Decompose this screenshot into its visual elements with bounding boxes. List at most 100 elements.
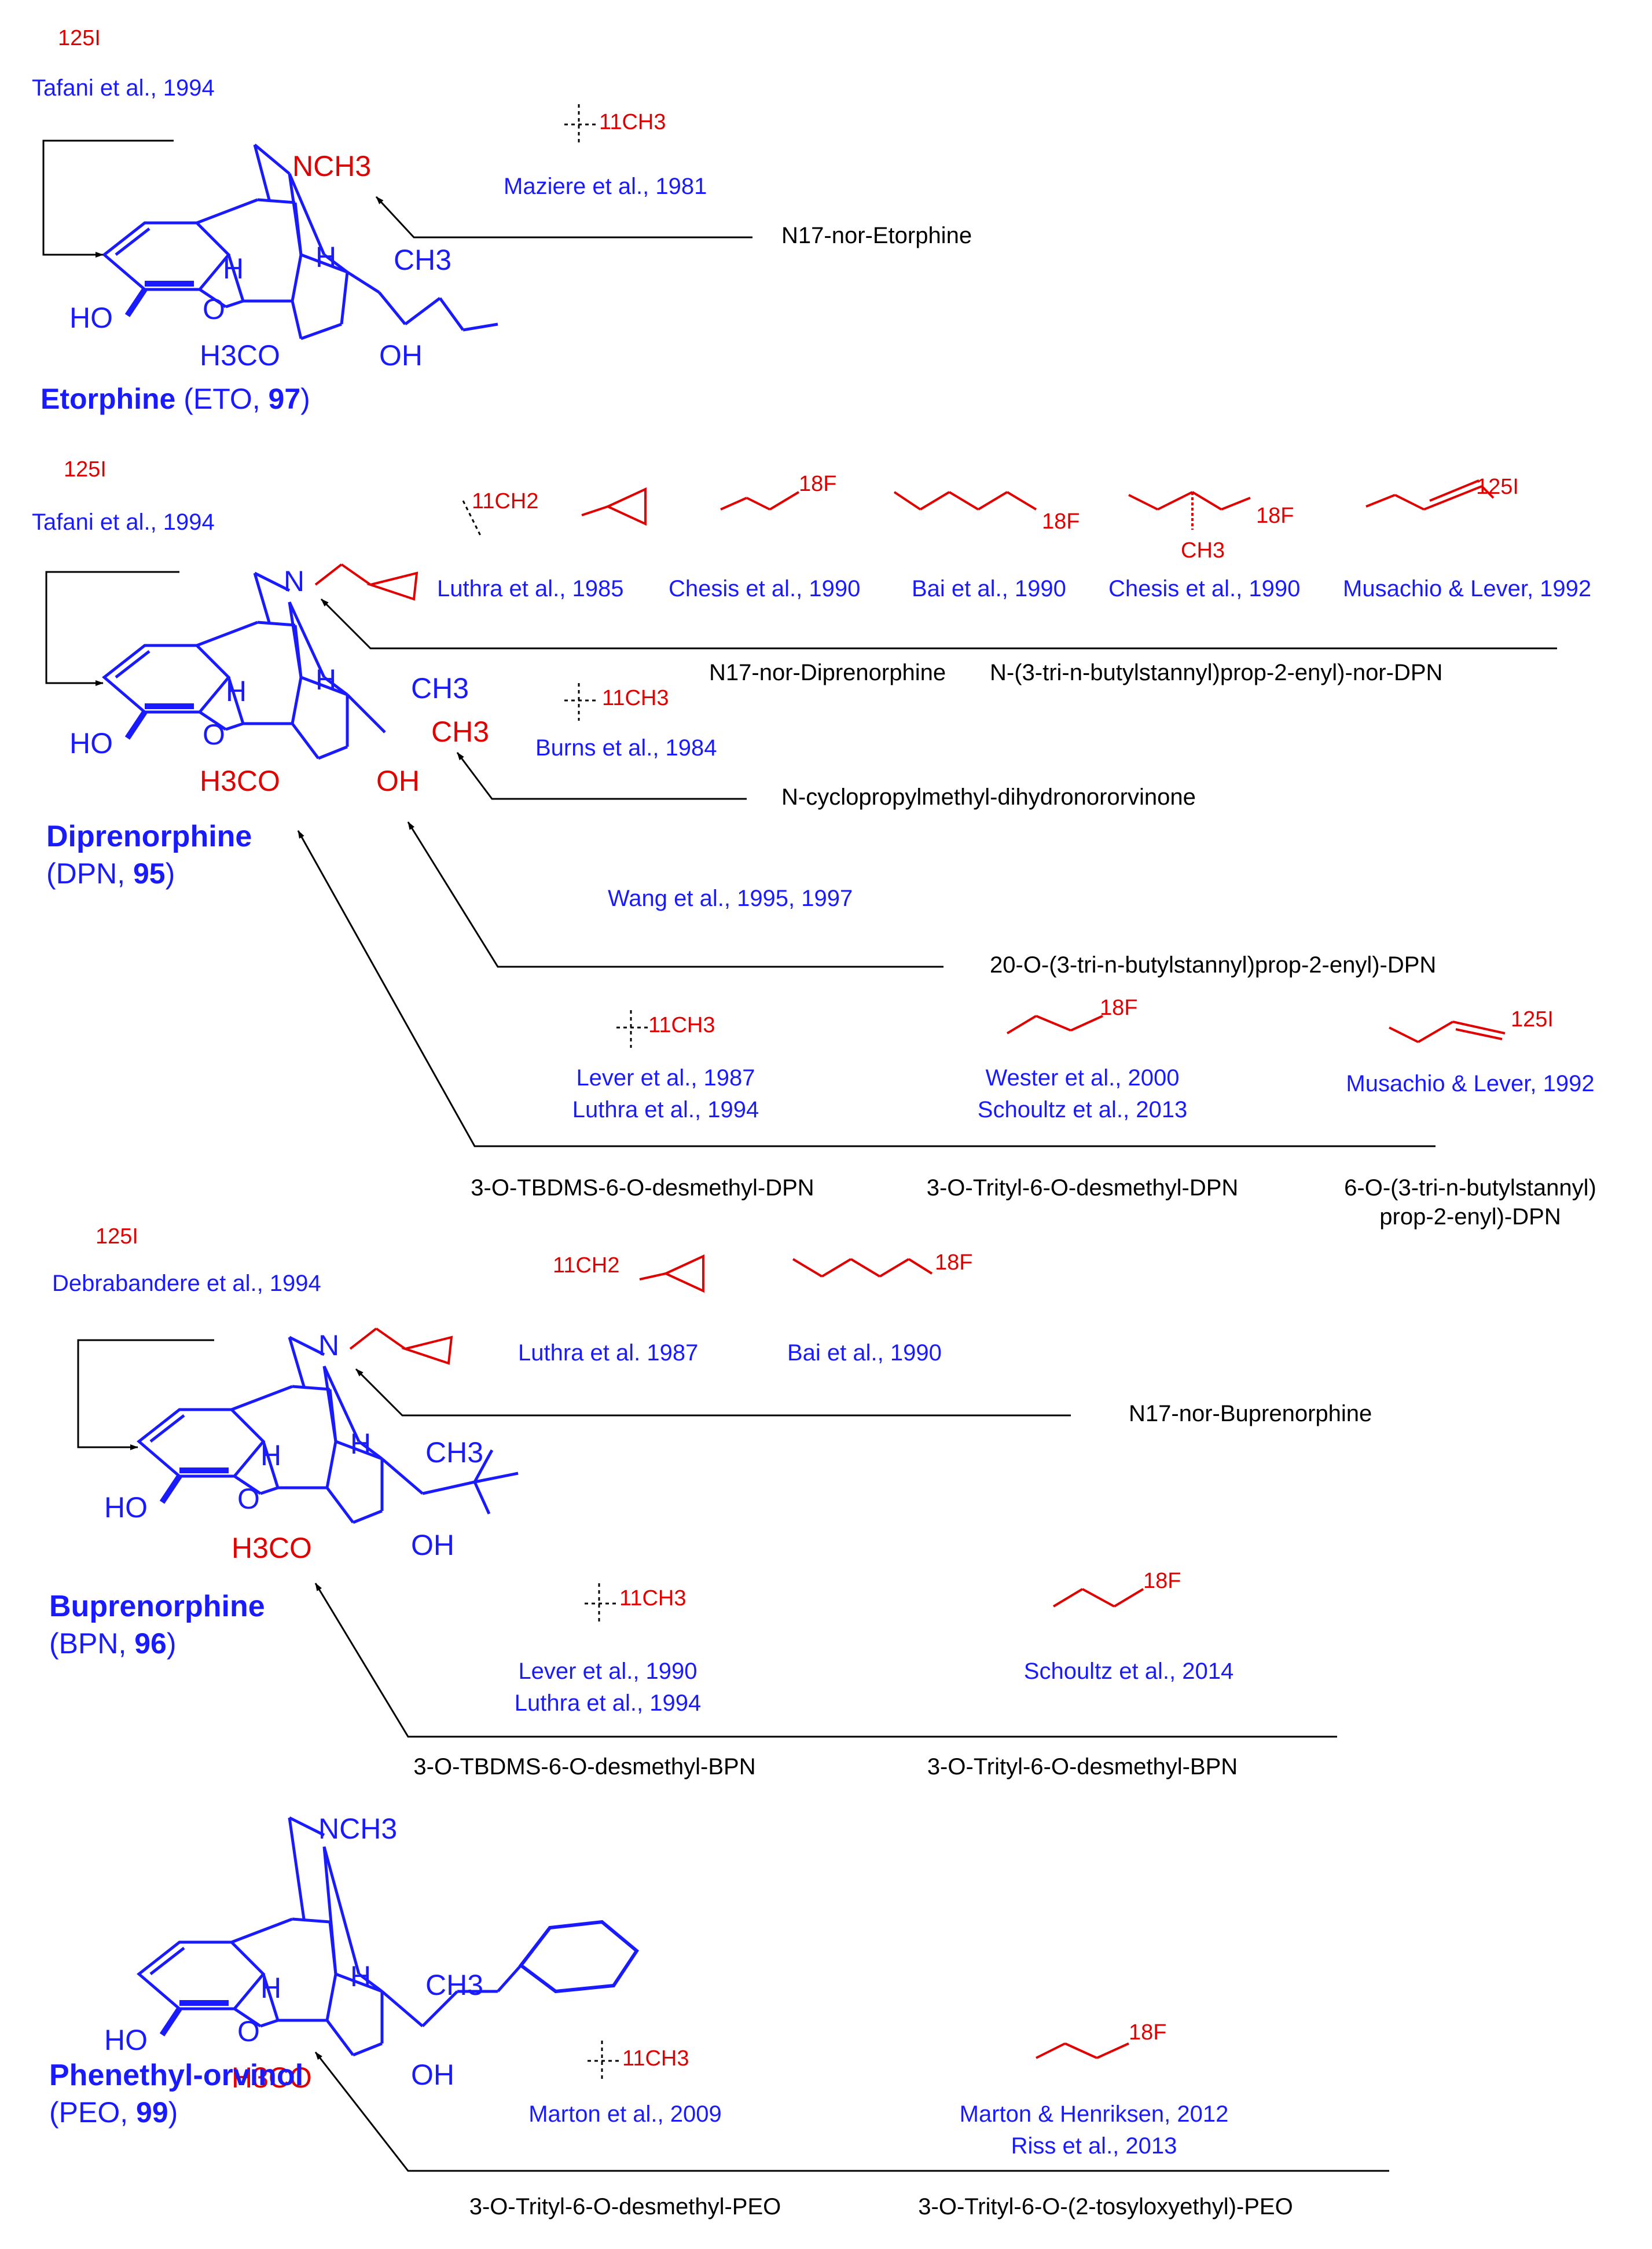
peo-abbrev-pre: (PEO,	[49, 2096, 137, 2129]
bpn-o6-precursor-2: 3-O-Trityl-6-O-desmethyl-BPN	[927, 1754, 1238, 1780]
bpn-n-cite-1: Luthra et al. 1987	[518, 1340, 699, 1366]
eto-atom-ho: HO	[69, 302, 113, 334]
peo-atom-h1: H	[260, 1972, 282, 2004]
bpn-n-precursor: N17-nor-Buprenorphine	[1129, 1401, 1372, 1426]
eto-methyl-cite: Maziere et al., 1981	[504, 174, 707, 199]
eto-atom-h1: H	[223, 252, 244, 285]
bpn-atom-ho: HO	[104, 1491, 148, 1524]
dpn-oh-cite: Wang et al., 1995, 1997	[608, 886, 853, 911]
dpn-o6-precursor-3a: 6-O-(3-tri-n-butylstannyl)	[1344, 1175, 1596, 1201]
bpn-abbrev-pre: (BPN,	[49, 1627, 135, 1660]
dpn-n-label-1: 11CH2	[472, 489, 539, 513]
dpn-n-cite-5: Musachio & Lever, 1992	[1343, 576, 1592, 601]
eto-iodine-label: 125I	[58, 26, 101, 50]
peo-o6-label-2: 18F	[1129, 2020, 1167, 2045]
dpn-o6-label-3: 125I	[1511, 1007, 1554, 1032]
peo-atom-ch3: CH3	[425, 1969, 484, 2001]
dpn-n-cite-1: Luthra et al., 1985	[437, 576, 624, 601]
dpn-o6-label-1: 11CH3	[648, 1013, 715, 1037]
eto-atom-oh: OH	[379, 339, 423, 372]
dpn-n-cite-4: Chesis et al., 1990	[1108, 576, 1301, 601]
bpn-n-label-1: 11CH2	[553, 1253, 620, 1278]
peo-o6-cite-2b: Riss et al., 2013	[1011, 2133, 1177, 2159]
bpn-iodine-cite: Debrabandere et al., 1994	[52, 1271, 321, 1296]
eto-iodine-cite: Tafani et al., 1994	[32, 75, 215, 101]
bpn-o6-cite-2: Schoultz et al., 2014	[1023, 1659, 1234, 1684]
bpn-o6-cite-1a: Lever et al., 1990	[518, 1659, 697, 1684]
eto-atom-n: NCH3	[292, 150, 372, 182]
dpn-atom-oh: OH	[376, 765, 420, 797]
dpn-iodine-label: 125I	[64, 457, 107, 482]
dpn-abbrev-pre: (DPN,	[46, 857, 133, 890]
dpn-name: Diprenorphine	[46, 820, 252, 853]
peo-number: 99	[136, 2096, 168, 2129]
peo-name: Phenethyl-orvinol	[49, 2059, 304, 2092]
dpn-n-cite-2: Chesis et al., 1990	[669, 576, 861, 601]
fragments	[581, 479, 1506, 2059]
dpn-iodine-cite: Tafani et al., 1994	[32, 509, 215, 535]
dpn-o6-cite-1a: Lever et al., 1987	[576, 1065, 755, 1091]
etorphine-tail	[378, 291, 498, 332]
peo-o6-precursor-1: 3-O-Trityl-6-O-desmethyl-PEO	[469, 2194, 781, 2219]
peo-atom-h3co: H3CO	[232, 2061, 312, 2094]
dpn-atom-ho: HO	[69, 727, 113, 760]
diprenorphine-structure	[102, 571, 386, 760]
eto-abbrev-pre: (ETO,	[175, 383, 269, 415]
dpn-n-cite-3: Bai et al., 1990	[912, 576, 1066, 601]
dpn-n-precursor-1: N17-nor-Diprenorphine	[709, 660, 946, 685]
dpn-o6-cite-3: Musachio & Lever, 1992	[1346, 1071, 1595, 1096]
eto-name: Etorphine	[41, 383, 176, 415]
dpn-o6-cite-2b: Schoultz et al., 2013	[977, 1097, 1188, 1122]
peo-atom-o: O	[237, 2015, 260, 2048]
dpn-oh-precursor: 20-O-(3-tri-n-butylstannyl)prop-2-enyl)-…	[990, 952, 1437, 978]
bpn-atom-o: O	[237, 1483, 260, 1515]
dpn-atom-n: N	[284, 565, 305, 597]
peo-atom-h2: H	[350, 1960, 372, 1993]
eto-atom-ch3: CH3	[394, 244, 452, 276]
bpn-atom-ch3: CH3	[425, 1436, 484, 1469]
dpn-abbrev-line: (DPN, 95)	[46, 857, 175, 890]
bpn-atom-h3co: H3CO	[232, 1532, 312, 1564]
bpn-atom-n: N	[318, 1329, 340, 1362]
bpn-atom-oh: OH	[411, 1529, 454, 1561]
bpn-o6-label-1: 11CH3	[619, 1586, 687, 1610]
dpn-atom-ch3b: CH3	[431, 716, 490, 748]
peo-o6-label-1: 11CH3	[622, 2046, 689, 2071]
peo-atom-ho: HO	[104, 2024, 148, 2056]
bpn-atom-h2: H	[350, 1428, 372, 1460]
diprenorphine-cyclopropyl	[314, 563, 418, 601]
dpn-atom-h3co: H3CO	[200, 765, 280, 797]
peo-structure	[137, 1816, 639, 2057]
dpn-n-label-5: 125I	[1476, 475, 1519, 499]
peo-abbrev-post: )	[168, 2096, 178, 2129]
peo-o6-precursor-2: 3-O-Trityl-6-O-(2-tosyloxyethyl)-PEO	[918, 2194, 1293, 2219]
dpn-n-label-2: 18F	[799, 472, 837, 496]
dpn-c20-label: 11CH3	[602, 686, 669, 710]
dpn-o6-cite-2a: Wester et al., 2000	[985, 1065, 1180, 1091]
eto-number: 97	[268, 383, 301, 415]
dpn-atom-h1: H	[226, 675, 247, 707]
buprenorphine-structure	[137, 1336, 519, 1524]
bpn-o6-cite-1b: Luthra et al., 1994	[514, 1690, 702, 1716]
eto-atom-h3co: H3CO	[200, 339, 280, 372]
bpn-o6-precursor-1: 3-O-TBDMS-6-O-desmethyl-BPN	[413, 1754, 756, 1780]
dpn-atom-h2: H	[315, 663, 337, 696]
dpn-n-label-4: 18F	[1256, 504, 1294, 528]
dpn-o6-precursor-2: 3-O-Trityl-6-O-desmethyl-DPN	[926, 1175, 1239, 1201]
etorphine-structure	[102, 144, 380, 340]
dpn-o6-cite-1b: Luthra et al., 1994	[572, 1097, 759, 1122]
dpn-o6-precursor-3b: prop-2-enyl)-DPN	[1379, 1204, 1561, 1230]
dpn-c20-cite: Burns et al., 1984	[535, 735, 717, 761]
peo-abbrev-line: (PEO, 99)	[49, 2096, 178, 2129]
peo-o6-cite-1: Marton et al., 2009	[528, 2101, 722, 2127]
eto-methyl-label: 11CH3	[599, 110, 666, 134]
dpn-atom-o: O	[203, 718, 225, 751]
eto-atom-o: O	[203, 293, 225, 325]
dpn-o6-label-2: 18F	[1100, 996, 1138, 1020]
peo-o6-cite-2a: Marton & Henriksen, 2012	[959, 2101, 1229, 2127]
dpn-n-label-3: 18F	[1042, 509, 1080, 534]
cut-marks	[462, 104, 648, 2081]
bpn-abbrev-line: (BPN, 96)	[49, 1627, 177, 1660]
bpn-number: 96	[134, 1627, 167, 1660]
